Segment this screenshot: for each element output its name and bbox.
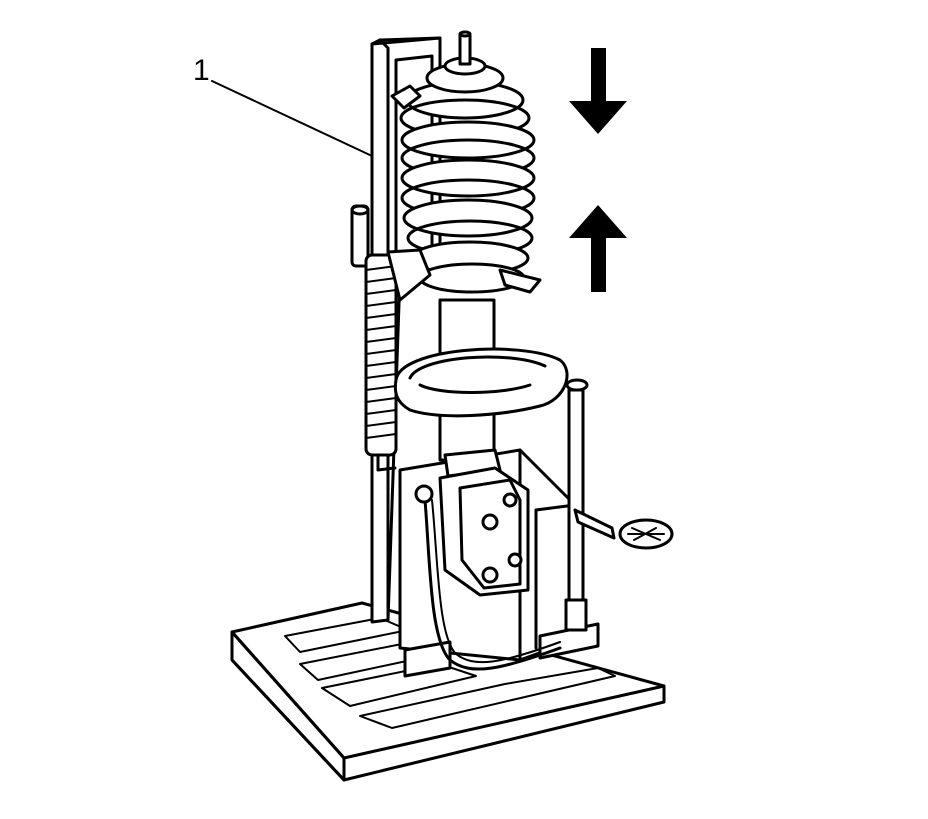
spring-clamp-upper [390,84,422,110]
arrow-up-icon [569,205,627,292]
foot-pedal [573,508,674,550]
callout-leader-line [211,80,373,157]
arrow-down-icon [569,48,627,134]
pump-rod [564,378,589,632]
coil-spring [399,30,536,294]
callout-number-1: 1 [193,54,210,87]
lower-spring-seat [393,347,569,418]
side-spring [350,204,398,472]
spring-clamp-lower [386,248,542,302]
